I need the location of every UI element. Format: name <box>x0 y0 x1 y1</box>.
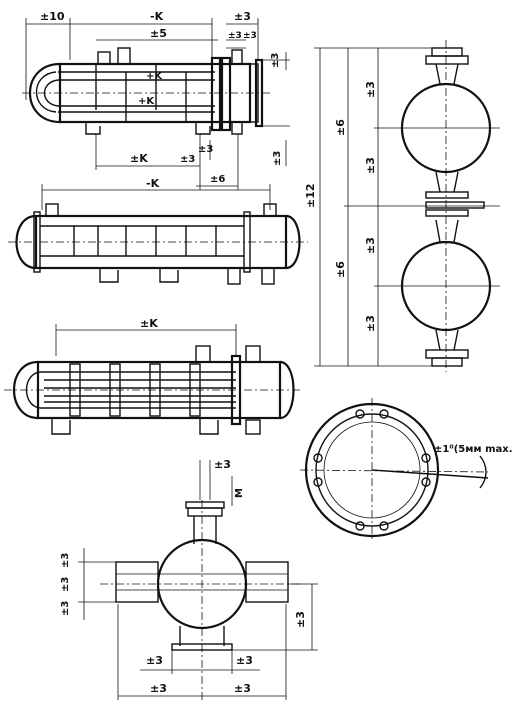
dim-label: ±3 <box>60 553 71 568</box>
dim-label: ±3 <box>364 157 377 174</box>
dim-label: ±3 <box>180 154 195 165</box>
dim-label: +K <box>138 96 155 107</box>
dim-label: ±3 <box>272 151 283 166</box>
dim-label: ±10 <box>40 10 65 23</box>
dim-label: ±3 <box>150 682 167 695</box>
dim-label: ±6 <box>334 119 347 136</box>
flange-view: ±1⁰(5мм max. <box>299 398 513 542</box>
dim-label: ±3 <box>228 31 242 41</box>
dim-label: ±3 <box>60 577 71 592</box>
view-1-vessel: ±10 -K ±3 ±5 ±3 ±3 ±3 +K +K ±K ±3 ±3 ±3 … <box>22 10 290 190</box>
dim-label: ±3 <box>60 601 71 616</box>
dim-label: ±3 <box>146 654 163 667</box>
dim-label: ±1⁰(5мм max. <box>434 444 513 455</box>
dim-label: -K <box>146 177 160 190</box>
view-3-vessel: ±K <box>4 317 300 435</box>
dim-label: ±6 <box>334 261 347 278</box>
dim-label: ±6 <box>210 174 225 185</box>
view-2-vessel: -K <box>8 177 308 285</box>
dim-label: -K <box>150 10 164 23</box>
side-view-double-vessel: ±12 ±6 ±6 ±3 ±3 ±3 ±3 <box>304 40 500 372</box>
dim-label: ±3 <box>234 10 251 23</box>
dim-label: ±3 <box>270 53 281 68</box>
dim-label: M <box>234 488 245 498</box>
dim-label: ±3 <box>234 682 251 695</box>
dim-label: ±3 <box>364 237 377 254</box>
dim-label: ±5 <box>150 27 167 40</box>
dim-label: ±3 <box>214 458 231 471</box>
dim-label: ±3 <box>198 144 213 155</box>
dim-label: ±K <box>130 152 148 165</box>
dim-label: ±3 <box>243 31 257 41</box>
dim-label: ±K <box>140 317 158 330</box>
bottom-view-vessel: ±3 M ±3 ±3 ±3 ±3 ±3 ±3 ±3 ±3 <box>60 458 318 700</box>
dim-label: ±3 <box>294 611 307 628</box>
dim-label: ±3 <box>364 81 377 98</box>
dim-label: ±12 <box>304 183 317 208</box>
dim-label: ±3 <box>364 315 377 332</box>
dim-label: ±3 <box>236 654 253 667</box>
dim-label: +K <box>146 71 163 82</box>
